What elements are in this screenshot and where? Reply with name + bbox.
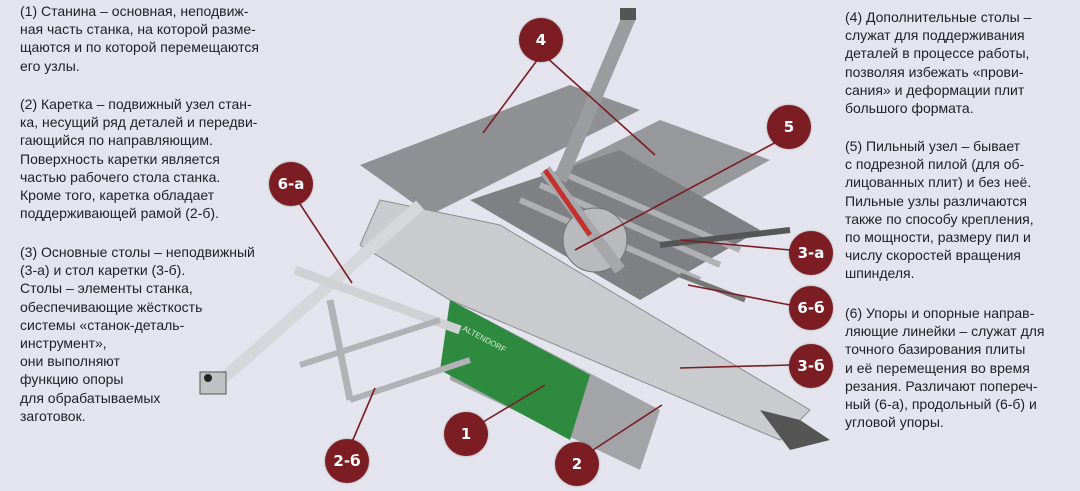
callout-6b: 6-б [789, 286, 833, 330]
description-6: (6) Упоры и опорные направ- ляющие линей… [845, 305, 1045, 431]
rip-fence [659, 227, 791, 248]
carriage [359, 199, 811, 441]
callout-6a: 6-а [269, 162, 313, 206]
callout-2b: 2-б [325, 439, 369, 483]
description-5: (5) Пильный узел – бывает с подрезной пи… [845, 138, 1034, 282]
callout-1: 1 [444, 412, 488, 456]
control-panel [440, 300, 590, 440]
additional-table-left [360, 85, 640, 215]
description-1: (1) Станина – основная, неподвиж- ная ча… [20, 3, 259, 74]
description-2: (2) Каретка – подвижный узел стан- ка, н… [20, 96, 258, 222]
callout-3b: 3-б [789, 344, 833, 388]
callout-2: 2 [555, 442, 599, 486]
description-3: (3) Основные столы – неподвижный (3-а) и… [20, 244, 255, 424]
saw-guard-arm [553, 12, 637, 183]
description-4: (4) Дополнительные столы – служат для по… [845, 9, 1032, 117]
callout-3a: 3-а [789, 231, 833, 275]
cross-fence [206, 200, 424, 395]
callout-5: 5 [767, 105, 811, 149]
callout-4: 4 [519, 18, 563, 62]
